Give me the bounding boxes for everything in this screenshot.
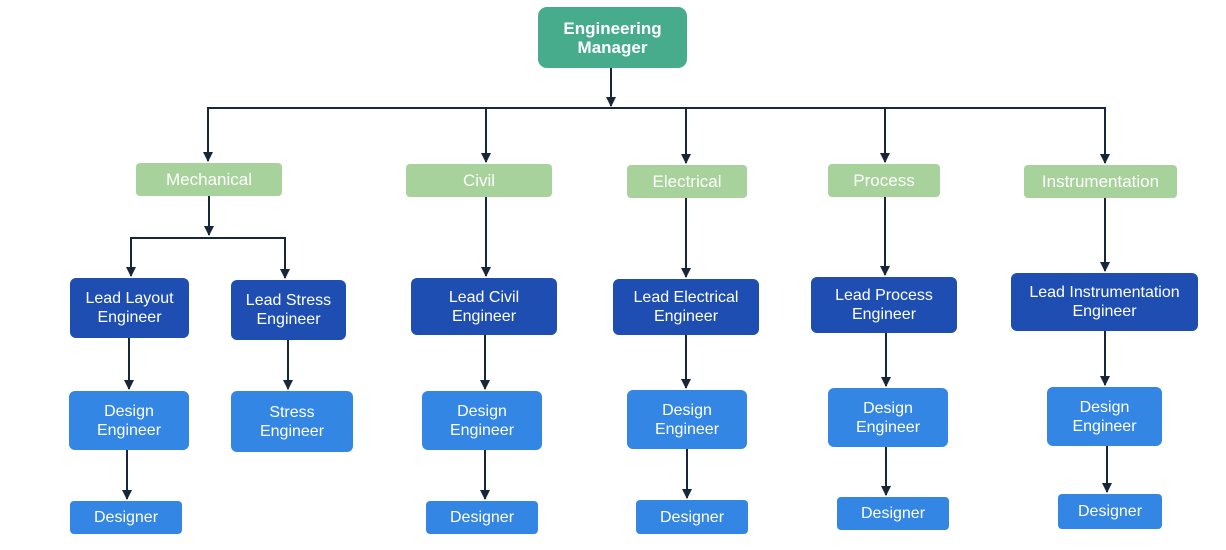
process-design-engineer-node: Design Engineer [828,388,948,447]
mechanical-design-engineer-node: Design Engineer [69,391,189,450]
instrumentation-design-engineer-node: Design Engineer [1047,387,1162,446]
instrumentation-designer-node: Designer [1058,494,1162,529]
mechanical-designer-node: Designer [70,501,182,534]
dept-instrumentation: Instrumentation [1024,165,1177,198]
dept-electrical: Electrical [627,165,747,198]
lead-layout-engineer-node: Lead Layout Engineer [70,278,189,338]
dept-process: Process [828,164,940,197]
lead-civil-engineer-node: Lead Civil Engineer [411,278,557,335]
dept-mechanical: Mechanical [136,163,282,196]
stress-engineer-node: Stress Engineer [231,391,353,452]
electrical-designer-node: Designer [636,500,748,534]
dept-civil: Civil [406,164,552,197]
lead-process-engineer-node: Lead Process Engineer [811,277,957,333]
civil-design-engineer-node: Design Engineer [422,391,542,450]
lead-instrumentation-engineer-node: Lead Instrumentation Engineer [1011,273,1198,331]
lead-stress-engineer-node: Lead Stress Engineer [231,280,346,340]
electrical-design-engineer-node: Design Engineer [627,390,747,449]
lead-electrical-engineer-node: Lead Electrical Engineer [613,279,759,335]
engineering-manager-node: Engineering Manager [538,7,687,68]
process-designer-node: Designer [837,497,949,530]
civil-designer-node: Designer [426,501,538,534]
